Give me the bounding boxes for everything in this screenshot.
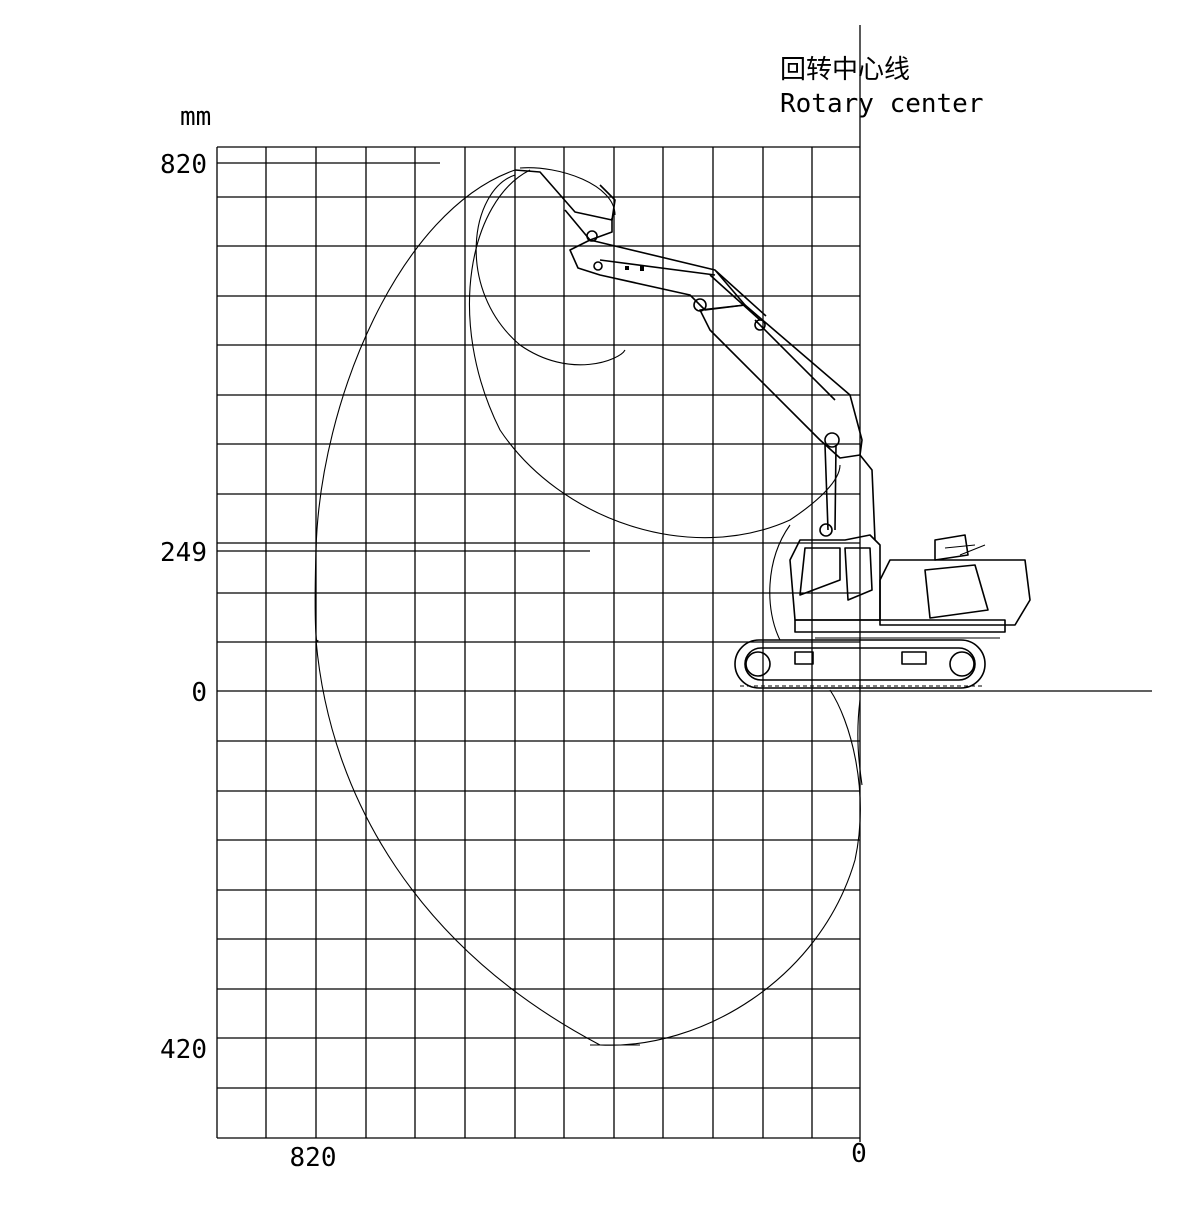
x-tick-label-0: 0 bbox=[851, 1139, 867, 1169]
y-tick-label-820: 820 bbox=[160, 150, 207, 180]
x-tick-label-820: 820 bbox=[290, 1143, 337, 1173]
working-envelope bbox=[314, 167, 863, 1046]
y-tick-label-420: 420 bbox=[160, 1035, 207, 1065]
rotary-center-label-en: Rotary center bbox=[780, 89, 984, 119]
y-tick-label-249: 249 bbox=[160, 538, 207, 568]
grid bbox=[216, 146, 860, 1139]
y-tick-label-0: 0 bbox=[191, 678, 207, 708]
rotary-center-label-zh: 回转中心线 bbox=[780, 55, 910, 85]
unit-label: mm bbox=[180, 102, 211, 132]
excavator-drawing bbox=[514, 169, 1031, 689]
